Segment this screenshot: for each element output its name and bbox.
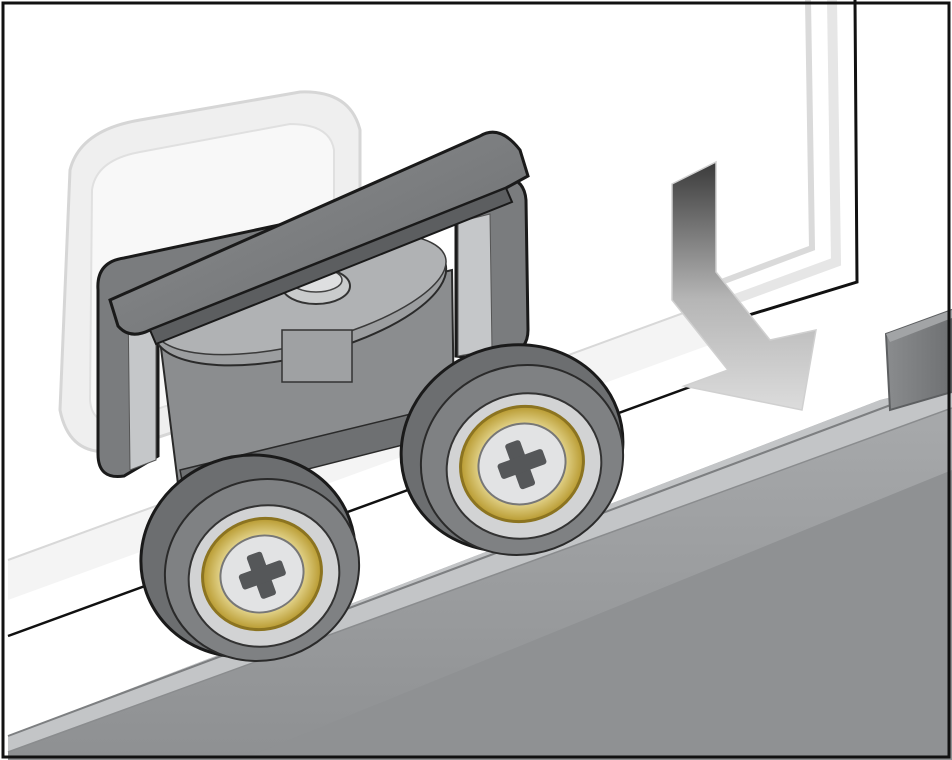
end-stop-block bbox=[884, 308, 952, 412]
direction-arrow bbox=[671, 160, 817, 411]
front-screw-icon bbox=[238, 551, 286, 599]
rear-wheel bbox=[399, 343, 625, 556]
front-wheel bbox=[139, 453, 361, 662]
rear-screw-icon bbox=[497, 440, 547, 490]
glass-panel-frame bbox=[698, 0, 859, 324]
